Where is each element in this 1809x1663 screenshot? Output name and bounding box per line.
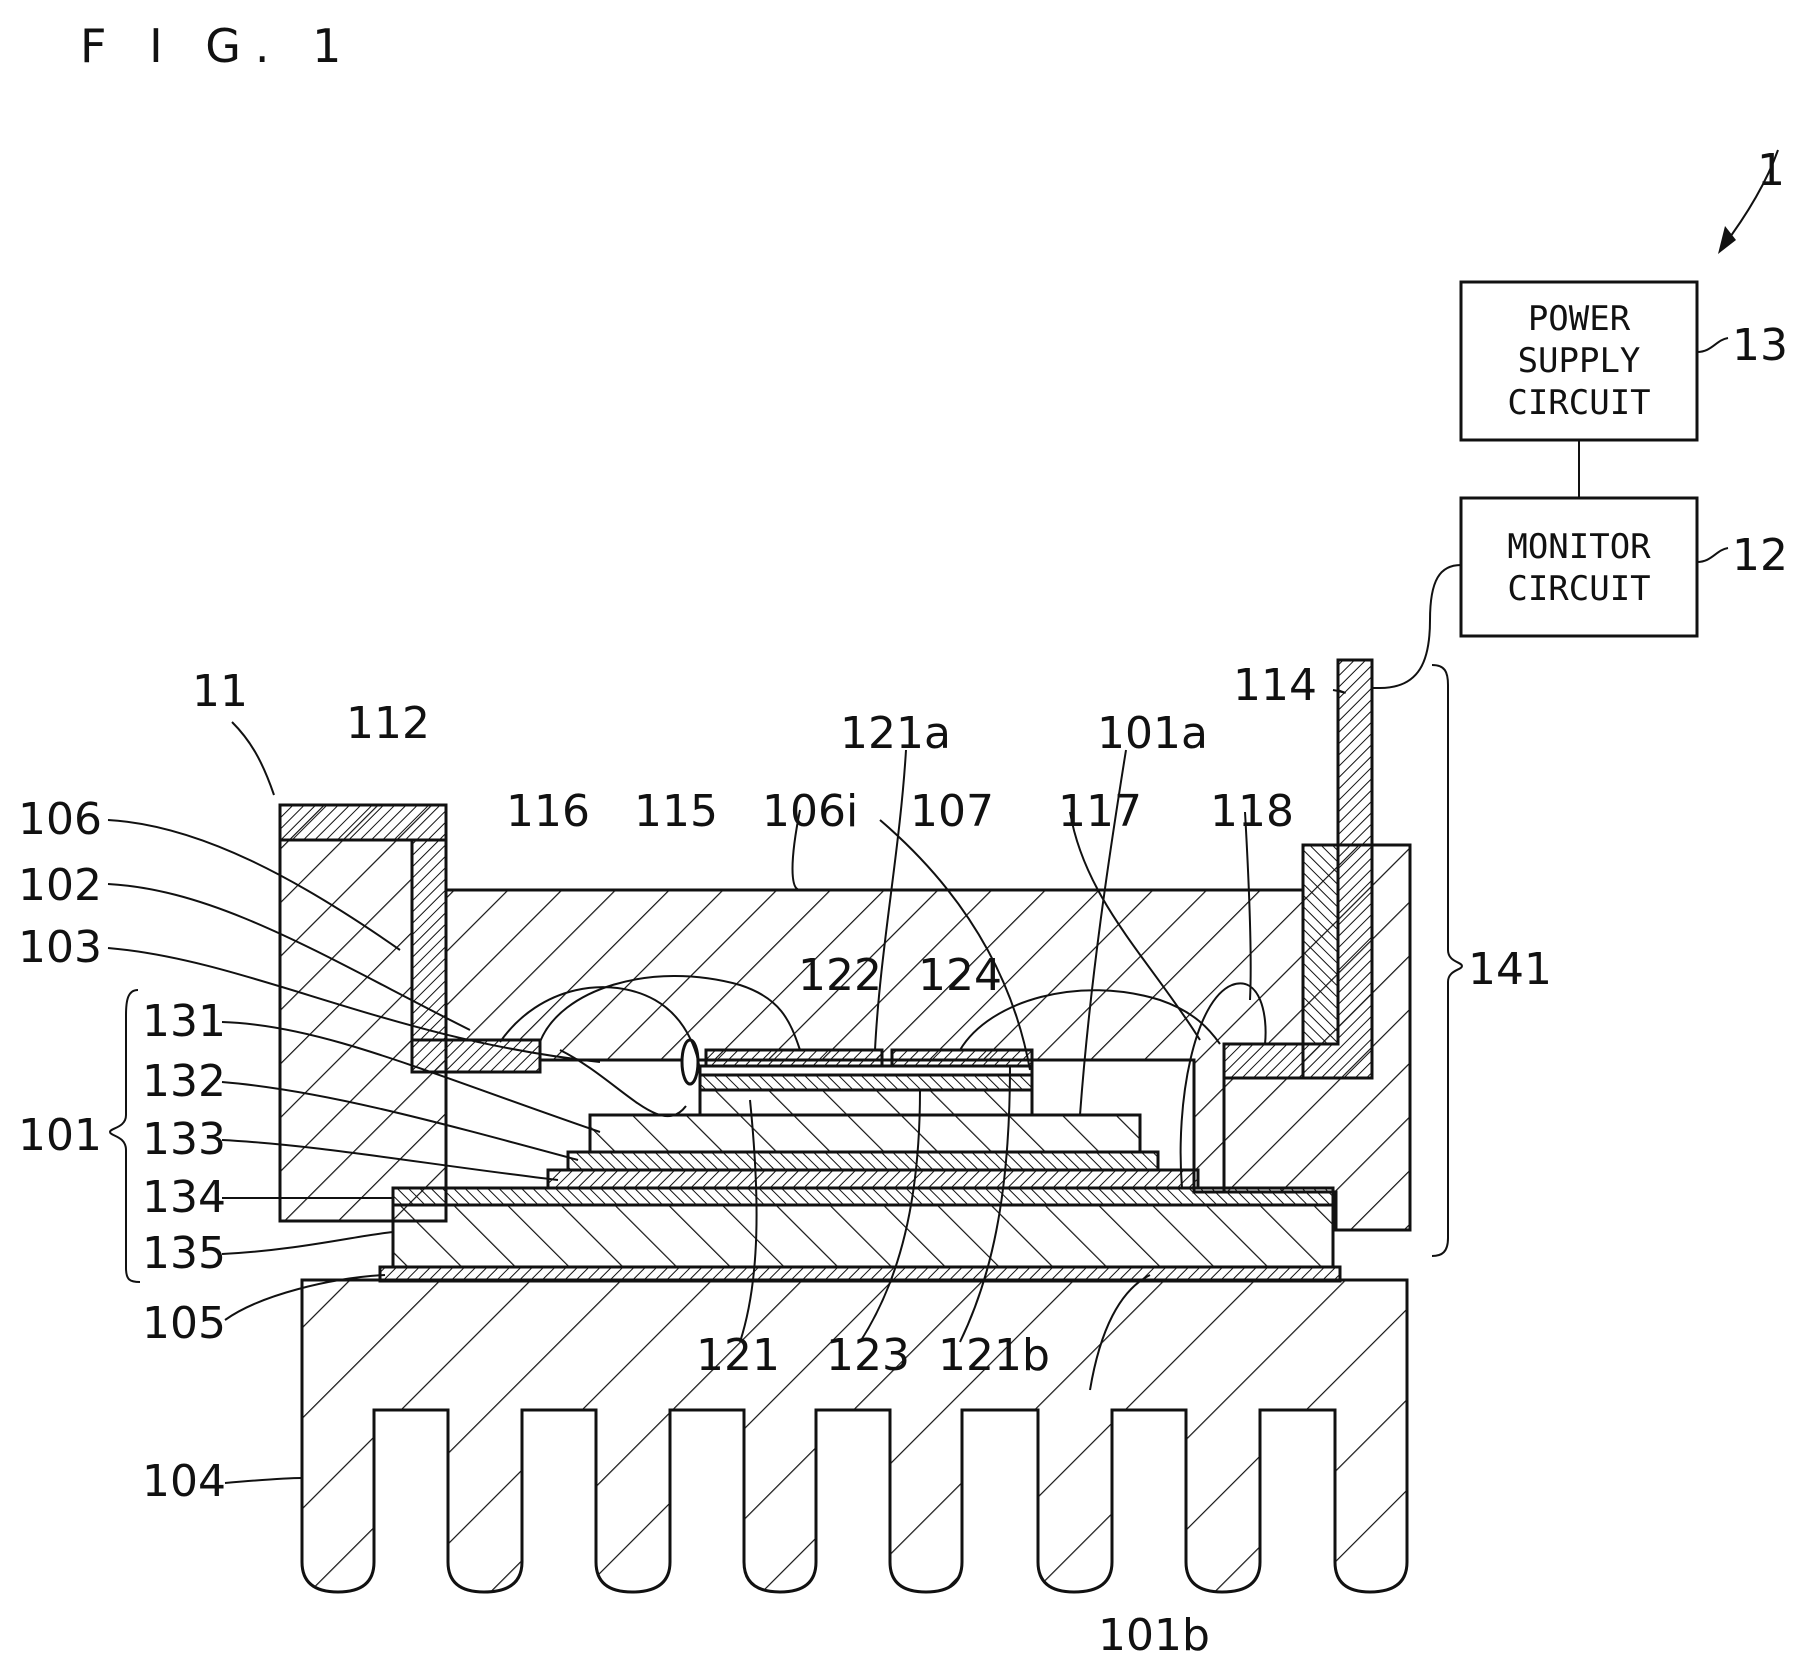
monitor-line-2: CIRCUIT <box>1507 569 1650 609</box>
layer-133 <box>548 1170 1198 1188</box>
layer-105 <box>380 1267 1340 1281</box>
label-103: 103 <box>18 922 102 973</box>
power-supply-line-3: CIRCUIT <box>1507 383 1650 423</box>
label-124: 124 <box>918 950 1002 1001</box>
label-141: 141 <box>1468 944 1552 995</box>
label-1: 1 <box>1757 145 1785 196</box>
label-107: 107 <box>910 786 994 837</box>
label-101: 101 <box>18 1110 102 1161</box>
heat-sink-104 <box>302 1280 1407 1592</box>
label-11: 11 <box>192 666 248 717</box>
label-123: 123 <box>826 1330 910 1381</box>
label-13: 13 <box>1732 320 1788 371</box>
label-121: 121 <box>696 1330 780 1381</box>
monitor-line-1: MONITOR <box>1507 527 1651 567</box>
layer-134 <box>393 1188 1333 1205</box>
electrode-122 <box>706 1050 882 1066</box>
label-116: 116 <box>506 786 590 837</box>
label-105: 105 <box>142 1298 226 1349</box>
power-supply-line-1: POWER <box>1528 299 1631 339</box>
layer-121 <box>700 1075 1032 1090</box>
label-117: 117 <box>1058 786 1142 837</box>
label-106: 106 <box>18 794 102 845</box>
label-132: 132 <box>142 1056 226 1107</box>
element-103 <box>682 1040 698 1084</box>
label-102: 102 <box>18 860 102 911</box>
label-131: 131 <box>142 996 226 1047</box>
electrode-124 <box>892 1050 1032 1066</box>
label-121a: 121a <box>840 708 951 759</box>
label-114: 114 <box>1233 660 1317 711</box>
label-112: 112 <box>346 698 430 749</box>
label-122: 122 <box>798 950 882 1001</box>
label-134: 134 <box>142 1172 226 1223</box>
label-133: 133 <box>142 1114 226 1165</box>
label-106i: 106i <box>762 786 858 837</box>
layer-132 <box>568 1152 1158 1170</box>
label-135: 135 <box>142 1228 226 1279</box>
power-supply-circuit-block: POWER SUPPLY CIRCUIT <box>1461 282 1697 440</box>
label-118: 118 <box>1210 786 1294 837</box>
monitor-wire <box>1372 565 1461 688</box>
label-121b: 121b <box>938 1330 1050 1381</box>
figure-title: F I G. 1 <box>80 19 355 73</box>
label-101b: 101b <box>1098 1610 1210 1661</box>
power-supply-line-2: SUPPLY <box>1518 341 1641 381</box>
label-115: 115 <box>634 786 718 837</box>
layer-135 <box>393 1205 1333 1267</box>
label-12: 12 <box>1732 530 1788 581</box>
monitor-circuit-block: MONITOR CIRCUIT <box>1461 498 1697 636</box>
label-104: 104 <box>142 1456 226 1507</box>
label-101a: 101a <box>1097 708 1208 759</box>
layer-131 <box>590 1115 1140 1152</box>
